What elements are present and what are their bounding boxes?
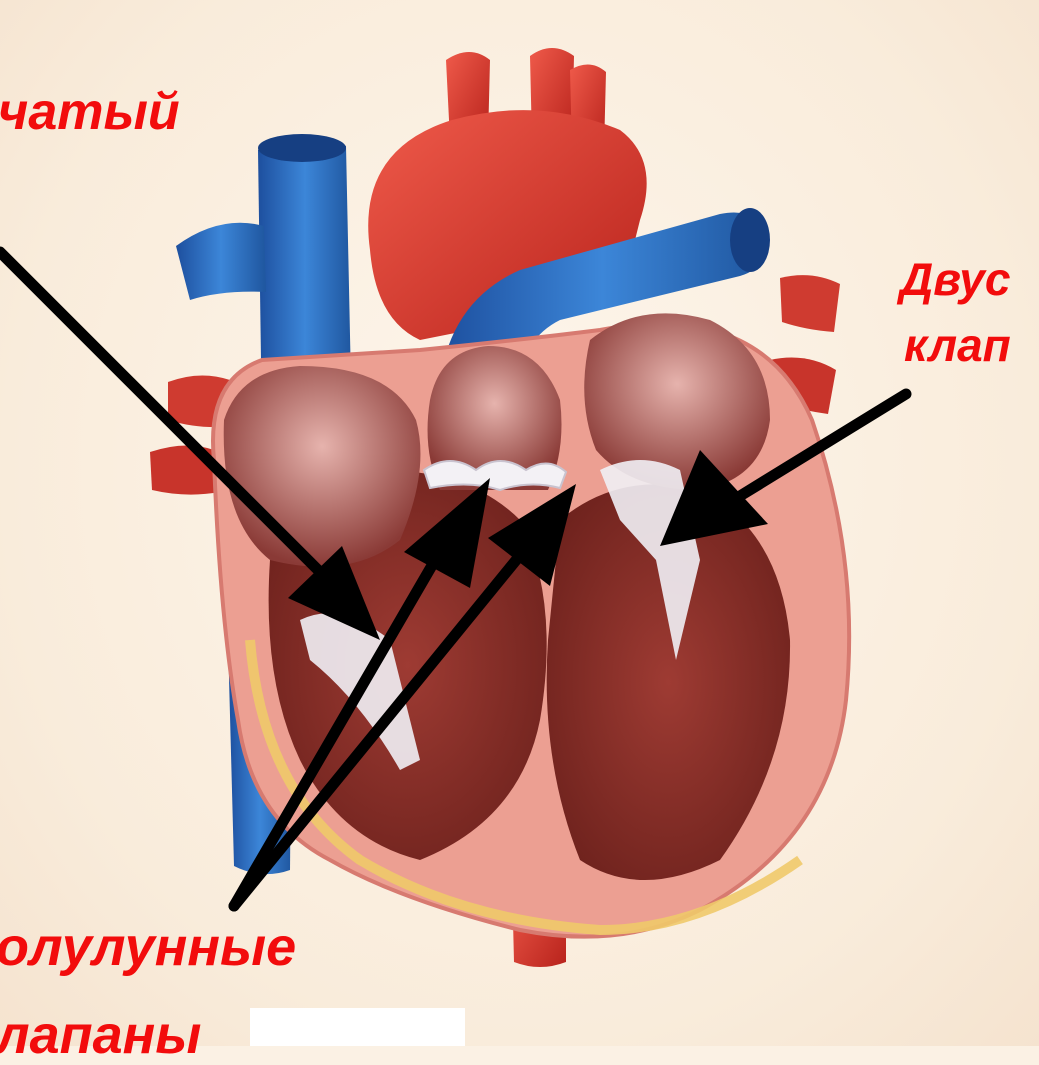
caption-box	[250, 1008, 465, 1046]
right-atrium	[224, 366, 421, 567]
semilunar-valves-label-line2: лапаны	[0, 1008, 201, 1062]
bicuspid-valve-label-line1: Двус	[900, 256, 1010, 302]
bicuspid-valve-label-line2: клап	[904, 322, 1011, 368]
tricuspid-valve-label: чатый	[0, 86, 180, 138]
semilunar-valves-label-line1: олулунные	[0, 920, 296, 974]
semilunar-valve-leaflets	[424, 461, 566, 490]
superior-vena-cava-opening	[258, 134, 346, 162]
